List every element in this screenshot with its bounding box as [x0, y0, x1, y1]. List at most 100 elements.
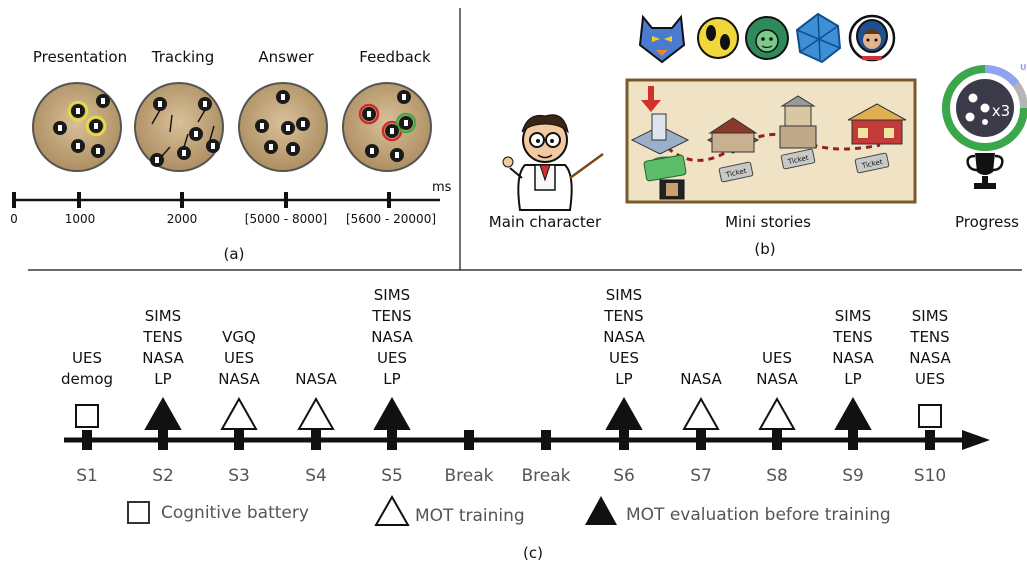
- session-test-label: SIMS: [835, 307, 871, 325]
- tick-label: 1000: [65, 212, 96, 226]
- session-3: VGQ UES NASA S3: [218, 328, 260, 486]
- session-label: S10: [914, 466, 946, 486]
- session-label: S5: [381, 466, 403, 486]
- session-label: S9: [842, 466, 864, 486]
- ticket-icon: Ticket: [854, 152, 890, 174]
- session-label: S8: [766, 466, 788, 486]
- session-test-label: NASA: [909, 349, 951, 367]
- session-test-label: NASA: [680, 370, 722, 388]
- timeline-arrowhead: [962, 430, 990, 450]
- unit-label: ms: [432, 180, 452, 195]
- session-test-label: TENS: [142, 328, 182, 346]
- session-test-label: LP: [844, 370, 861, 388]
- phase-label: Answer: [258, 48, 314, 66]
- session-label: S7: [690, 466, 712, 486]
- phase-label: Feedback: [359, 48, 431, 66]
- progress-label: Progress: [955, 213, 1019, 231]
- arrow-down-icon: [641, 100, 661, 112]
- legend-cognitive-battery: Cognitive battery: [161, 503, 309, 523]
- session-tick: [464, 430, 474, 450]
- cognitive-battery-marker: [918, 404, 942, 428]
- mot-training-marker: [682, 396, 720, 430]
- session-label: S2: [152, 466, 174, 486]
- session-10: UES NASA S8: [756, 349, 798, 486]
- session-test-label: TENS: [832, 328, 872, 346]
- ticket-icon: Ticket: [780, 148, 816, 170]
- session-test-label: LP: [154, 370, 171, 388]
- session-6: Break: [445, 430, 494, 486]
- session-test-label: NASA: [603, 328, 645, 346]
- mot-training-marker: [758, 396, 796, 430]
- legend-open-triangle-icon: [374, 494, 410, 526]
- progress-ring: x3 UP: [942, 63, 1027, 151]
- mot-evaluation-marker: [605, 396, 643, 430]
- session-9: NASA S7: [680, 370, 722, 486]
- session-test-label: NASA: [142, 349, 184, 367]
- session-test-label: NASA: [832, 349, 874, 367]
- main-character-illustration: [502, 114, 604, 211]
- caption-b: (b): [754, 240, 775, 258]
- session-test-label: SIMS: [912, 307, 948, 325]
- session-tick: [82, 430, 92, 450]
- session-test-label: TENS: [909, 328, 949, 346]
- session-tick: [311, 430, 321, 450]
- legend-mot-evaluation: MOT evaluation before training: [626, 505, 891, 525]
- presentation-board: [32, 82, 122, 172]
- up-label: UP: [1020, 63, 1027, 72]
- legend-mot-training: MOT training: [415, 506, 525, 526]
- session-7: Break: [522, 430, 571, 486]
- tower-building: [779, 95, 817, 149]
- cognitive-battery-marker: [75, 404, 99, 428]
- caption-c: (c): [523, 544, 543, 562]
- session-label: S6: [613, 466, 635, 486]
- mini-stories-label: Mini stories: [725, 213, 811, 231]
- umbrella-icon: [795, 12, 842, 64]
- session-tick: [696, 430, 706, 450]
- session-12: SIMS TENS NASA UES S10: [909, 307, 951, 486]
- phase-label: Presentation: [33, 48, 127, 66]
- session-label: S4: [305, 466, 327, 486]
- astronaut-icon: [848, 14, 896, 62]
- house-building: [706, 117, 760, 154]
- market-building: [847, 103, 907, 145]
- session-test-label: NASA: [756, 370, 798, 388]
- tick-label: 2000: [167, 212, 198, 226]
- session-label: S1: [76, 466, 98, 486]
- main-character-label: Main character: [489, 213, 602, 231]
- legend-square-icon: [127, 501, 150, 524]
- session-test-label: UES: [224, 349, 254, 367]
- mini-stories-board: Ticket Ticket Ticket: [625, 78, 917, 204]
- session-test-label: VGQ: [222, 328, 256, 346]
- session-tick: [925, 430, 935, 450]
- session-label: Break: [445, 466, 494, 486]
- session-label: S3: [228, 466, 250, 486]
- session-test-label: LP: [615, 370, 632, 388]
- panel-b: Ticket Ticket Ticket: [489, 12, 1027, 258]
- session-test-label: SIMS: [374, 286, 410, 304]
- session-test-label: UES: [762, 349, 792, 367]
- panel-a: Presentation Tracking Answer Feedback: [10, 48, 451, 263]
- session-11: SIMS TENS NASA LP S9: [832, 307, 874, 486]
- mot-training-marker: [220, 396, 258, 430]
- session-test-label: NASA: [218, 370, 260, 388]
- session-test-label: demog: [61, 370, 113, 388]
- session-test-label: SIMS: [606, 286, 642, 304]
- session-label: Break: [522, 466, 571, 486]
- session-test-label: UES: [72, 349, 102, 367]
- mot-evaluation-marker: [834, 396, 872, 430]
- medusa-icon: [745, 16, 789, 60]
- session-test-label: LP: [383, 370, 400, 388]
- caption-a: (a): [224, 245, 245, 263]
- session-tick: [619, 430, 629, 450]
- session-test-label: UES: [915, 370, 945, 388]
- tick-label: 0: [10, 212, 18, 226]
- session-tick: [158, 430, 168, 450]
- cat-mask-icon: [638, 14, 686, 64]
- session-tick: [541, 430, 551, 450]
